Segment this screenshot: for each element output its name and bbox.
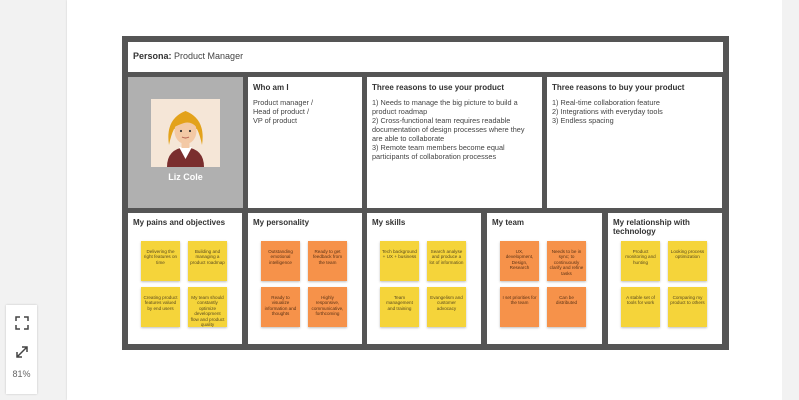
sticky-note[interactable]: Search analyse and produce a lot of info… (427, 241, 466, 281)
fit-screen-button[interactable] (6, 308, 37, 337)
section-title: My relationship with technology (613, 218, 690, 236)
sticky-note[interactable]: Can be distributed (547, 287, 586, 327)
reasons-use-card: Three reasons to use your product 1) Nee… (367, 77, 542, 208)
profile-card: Liz Cole (128, 77, 243, 208)
avatar-illustration-icon (151, 99, 220, 167)
skills-card: My skills Tech background + UX + busines… (367, 213, 481, 344)
zoom-level[interactable]: 81% (12, 369, 31, 379)
section-title: My personality (253, 218, 310, 227)
sticky-note[interactable]: Outstanding emotional intelligence (261, 241, 300, 281)
avatar (151, 99, 220, 167)
sticky-note[interactable]: I set priorities for the team (500, 287, 539, 327)
sticky-notes: Product monitoring and hunting Looking p… (621, 241, 713, 333)
sticky-note[interactable]: UX, development, Design, Research (500, 241, 539, 281)
persona-label: Persona: (133, 51, 172, 61)
sticky-note[interactable]: Ready to get feedback from the team (308, 241, 347, 281)
sticky-note[interactable]: My team should constantly optimize devel… (188, 287, 227, 327)
sticky-notes: Tech background + UX + business Search a… (380, 241, 472, 333)
pains-objectives-card: My pains and objectives Delivering the r… (128, 213, 242, 344)
sticky-notes: Outstanding emotional intelligence Ready… (261, 241, 353, 333)
expand-button[interactable] (6, 337, 37, 366)
sticky-note[interactable]: Looking process optimization (668, 241, 707, 281)
scrollbar[interactable] (782, 0, 799, 400)
sticky-note[interactable]: Needs to be in sync; to continuously cla… (547, 241, 586, 281)
zoom-controls: 81% (6, 305, 37, 394)
sticky-note[interactable]: Tech background + UX + business (380, 241, 419, 281)
section-title: My team (492, 218, 525, 227)
sticky-note[interactable]: Evangelism and customer advocacy (427, 287, 466, 327)
technology-relationship-card: My relationship with technology Product … (608, 213, 722, 344)
reasons-use-title: Three reasons to use your product (372, 83, 505, 92)
reasons-buy-text: 1) Real-time collaboration feature 2) In… (552, 98, 663, 125)
sticky-notes: Delivering the right features on time Bu… (141, 241, 233, 333)
who-am-i-text: Product manager / Head of product / VP o… (253, 98, 314, 125)
fit-screen-icon (14, 315, 29, 330)
sticky-note[interactable]: Highly responsive, communicative, forthc… (308, 287, 347, 327)
section-title: My pains and objectives (133, 218, 226, 227)
sticky-note[interactable]: Team management and training (380, 287, 419, 327)
profile-name: Liz Cole (168, 172, 203, 182)
sticky-note[interactable]: Building and managing a product roadmap (188, 241, 227, 281)
sticky-note[interactable]: Ready to visualize information and thoug… (261, 287, 300, 327)
persona-value: Product Manager (174, 51, 244, 61)
who-am-i-card: Who am I Product manager / Head of produ… (248, 77, 362, 208)
personality-card: My personality Outstanding emotional int… (248, 213, 362, 344)
sticky-note[interactable]: A stable set of tools for work (621, 287, 660, 327)
team-card: My team UX, development, Design, Researc… (487, 213, 602, 344)
expand-arrows-icon (15, 345, 28, 358)
sticky-note[interactable]: Creating product features valued by end … (141, 287, 180, 327)
sticky-note[interactable]: Product monitoring and hunting (621, 241, 660, 281)
reasons-buy-title: Three reasons to buy your product (552, 83, 685, 92)
section-title: My skills (372, 218, 406, 227)
reasons-buy-card: Three reasons to buy your product 1) Rea… (547, 77, 722, 208)
who-am-i-title: Who am I (253, 83, 289, 92)
persona-board[interactable]: Persona: Product Manager Liz Cole Who am… (122, 36, 729, 350)
sticky-note[interactable]: Delivering the right features on time (141, 241, 180, 281)
sticky-note[interactable]: Comparing my product to others (668, 287, 707, 327)
reasons-use-text: 1) Needs to manage the big picture to bu… (372, 98, 525, 161)
persona-header: Persona: Product Manager (128, 42, 723, 72)
sticky-notes: UX, development, Design, Research Needs … (500, 241, 592, 333)
